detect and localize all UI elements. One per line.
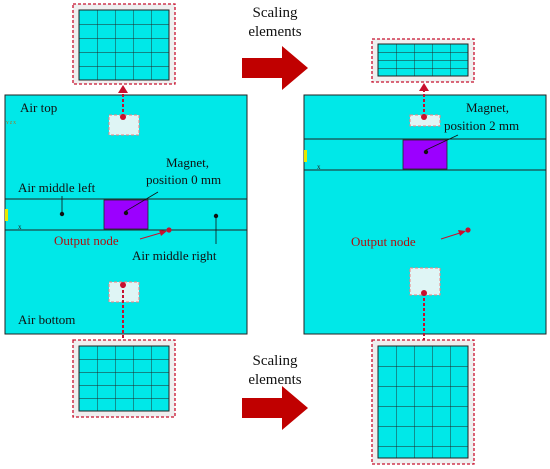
magnet-pointer-right: [425, 134, 459, 151]
left-output-node-dot: [166, 227, 172, 233]
magnet-label-right-line2: position 2 mm: [444, 118, 519, 133]
right-edge-marker: [304, 150, 307, 162]
air-middle-left-label: Air middle left: [18, 180, 96, 195]
output-node-label-right: Output node: [351, 234, 416, 249]
red-right-arrow-icon: [242, 46, 308, 90]
air-middle-right-label: Air middle right: [132, 248, 217, 263]
right-node-dot-bottom: [421, 290, 427, 296]
magnet-dot-left: [123, 210, 129, 216]
right-connector-top-arrowhead: [419, 83, 429, 91]
left-connector-top-arrowhead: [118, 85, 128, 93]
right-output-node-pointer-head: [458, 230, 466, 236]
left-output-node-pointer-head: [159, 230, 167, 236]
left-edge-marker: [5, 209, 8, 221]
right-x-tag: x: [317, 163, 321, 171]
red-right-arrow-icon: [242, 386, 308, 430]
magnet-pointer-left: [125, 191, 159, 212]
air-bottom-label: Air bottom: [18, 312, 75, 327]
magnet-label-right-line1: Magnet,: [466, 100, 509, 115]
right-model: x Magnet, position 2 mm Output node: [303, 83, 547, 349]
inset-bottom-left: [72, 339, 176, 418]
scaling-arrow-bottom: Scaling elements: [242, 353, 308, 430]
inset-top-right: [371, 38, 475, 83]
air-top-label: Air top: [20, 100, 57, 115]
scaling-label-bottom-line1: Scaling: [253, 353, 298, 369]
air-middle-right-dot: [213, 213, 219, 219]
output-node-label-left: Output node: [54, 233, 119, 248]
left-model: Air top Y Z X x Air middle left Magnet, …: [4, 85, 248, 349]
left-node-dot-top: [120, 114, 126, 120]
scaling-label-top-line2: elements: [248, 24, 301, 40]
inset-bottom-right: [371, 339, 475, 465]
left-axis-tag: Y Z X: [6, 120, 16, 125]
scaling-arrow-top: Scaling elements: [242, 5, 308, 90]
right-node-dot-top: [421, 114, 427, 120]
left-x-tag: x: [18, 223, 22, 231]
scaling-label-bottom-line2: elements: [248, 372, 301, 388]
magnet-label-left-line1: Magnet,: [166, 155, 209, 170]
air-middle-left-dot: [59, 211, 65, 217]
right-magnet: [402, 139, 448, 170]
magnet-dot-right: [423, 149, 429, 155]
left-output-node-pointer: [139, 231, 165, 240]
inset-top-left: [72, 3, 176, 85]
left-node-dot-bottom: [120, 282, 126, 288]
scaling-label-top-line1: Scaling: [253, 5, 298, 21]
right-output-node-dot: [465, 227, 471, 233]
magnet-label-left-line2: position 0 mm: [146, 172, 221, 187]
